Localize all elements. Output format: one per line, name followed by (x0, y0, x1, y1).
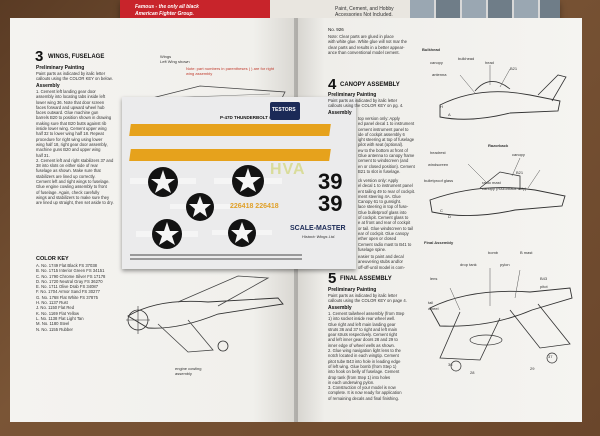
number-decal-top: 39 (318, 169, 343, 194)
label-lens: lens (430, 276, 438, 281)
kit-box-red-panel (120, 0, 270, 20)
step-4-text-b: ck version only: Apply el decal 1 to ins… (358, 178, 416, 252)
label-b21-mid: B21 (516, 170, 524, 175)
step-5-number: 5 (328, 270, 337, 287)
step-4-prelim-text: Paint parts as indicated by italic lette… (328, 98, 404, 109)
label-28: 28 (470, 370, 475, 375)
step-3-assembly-text: 1. Cement left landing gear door assembl… (36, 89, 114, 206)
label-bulletproof-glass: bulletproof glass (424, 178, 454, 183)
label-c: C (440, 208, 443, 213)
label-b43: B43 (540, 276, 548, 281)
label-bomb: bomb (488, 250, 499, 255)
label-head: head (485, 60, 494, 65)
testors-logo (270, 102, 300, 120)
fuselage-drawing (126, 275, 284, 353)
number-decal-bottom: 39 (318, 191, 343, 216)
star-emblems (130, 168, 302, 260)
label-headrest: headrest (430, 150, 446, 155)
step-4-text-c: easier to paint and decal aneuvering stu… (358, 254, 405, 270)
label-tail: tail (428, 300, 434, 305)
label-29: 29 (530, 366, 535, 371)
final-assembly-label: Final Assembly (424, 240, 454, 245)
color-key-title: COLOR KEY (36, 256, 69, 262)
label-pylon: pylon (500, 262, 510, 267)
testors-brand: TESTORS (272, 107, 296, 113)
canopy-drawing-bubbletop (439, 65, 567, 120)
razorback-label: Razorback (488, 143, 509, 148)
wings-sub-label: Left Wing shown (160, 59, 190, 64)
page-number: No. 926 (328, 27, 344, 32)
decal-sheet-title: P-47D THUNDERBOLT #926 (220, 115, 280, 120)
label-antenna: antenna (432, 72, 447, 77)
engine-cowling-label: engine cowling assembly (175, 366, 202, 376)
step-5-prelim-title: Preliminary Painting (328, 287, 377, 293)
bulkhead-label: Bulkhead (422, 47, 441, 52)
label-radio-mast: radio mast (482, 180, 501, 185)
wing-note: Note: part numbers in parentheses ( ) ar… (186, 66, 275, 76)
label-canopy: canopy (430, 60, 443, 65)
step-3-prelim-title: Preliminary Painting (36, 65, 85, 71)
step-5-title: FINAL ASSEMBLY (340, 276, 392, 282)
label-drop-tank: drop tank (460, 262, 477, 267)
scale-master-logo: SCALE-MASTER (290, 225, 346, 232)
step-3-assembly-title: Assembly (36, 83, 60, 89)
final-assembly-drawing (429, 268, 573, 372)
wings-label: Wings (160, 54, 172, 59)
step-4-title: CANOPY ASSEMBLY (340, 82, 400, 88)
serial-decal: 226418 226418 (230, 203, 279, 210)
step-4-text-a: top version only: Apply ed panel decal 1… (358, 116, 415, 174)
canopy-drawing-razorback (429, 157, 566, 216)
box-note-1: Paint, Cement, and Hobby (335, 6, 394, 12)
step-4-prelim-title: Preliminary Painting (328, 92, 377, 98)
label-pitot: pitot (540, 284, 548, 289)
scale-master-sub: Historic Wings Ltd. (302, 234, 336, 239)
label-bulkhead: bulkhead (458, 56, 475, 61)
tail-code-decal: HVA (270, 161, 306, 178)
label-wheel: wheel (428, 306, 439, 311)
clear-parts-note: Note: Clear parts are glued in place wit… (328, 34, 407, 55)
decal-sheet: P-47D THUNDERBOLT #926 (122, 97, 356, 269)
label-h: H (440, 104, 443, 109)
step-3-number: 3 (35, 48, 44, 65)
label-windscreen: windscreen (428, 162, 449, 167)
box-note-2: Accessories Not Included. (335, 12, 393, 18)
color-key-list: A. No. 1749 Flat Black FS 37038 B. No. 1… (36, 263, 106, 332)
label-37: 37 (548, 354, 553, 359)
step-5-assembly-text: 1. Cement tailwheel assembly (from Step … (328, 311, 405, 401)
label-b21-top: B21 (510, 66, 518, 71)
step-3-prelim-text: Paint parts as indicated by italic lette… (36, 71, 113, 82)
label-canopy-mid: canopy (512, 152, 525, 157)
step-5-prelim-text: Paint parts as indicated by italic lette… (328, 293, 407, 304)
step-5-assembly-title: Assembly (328, 305, 352, 311)
label-a: A (448, 112, 451, 117)
label-36: 36 (448, 362, 453, 367)
step-4-number: 4 (328, 76, 337, 93)
step-4-assembly-title: Assembly (328, 110, 352, 116)
box-tagline-1: Famous - the only all black (135, 4, 199, 10)
label-canopy-razorback: canopy (Razorback only) (482, 186, 527, 191)
label-b-mast: B mast (520, 250, 533, 255)
step-3-title: WINGS, FUSELAGE (48, 54, 105, 60)
box-tagline-2: American Fighter Group. (135, 11, 194, 17)
label-d: D (448, 214, 451, 219)
